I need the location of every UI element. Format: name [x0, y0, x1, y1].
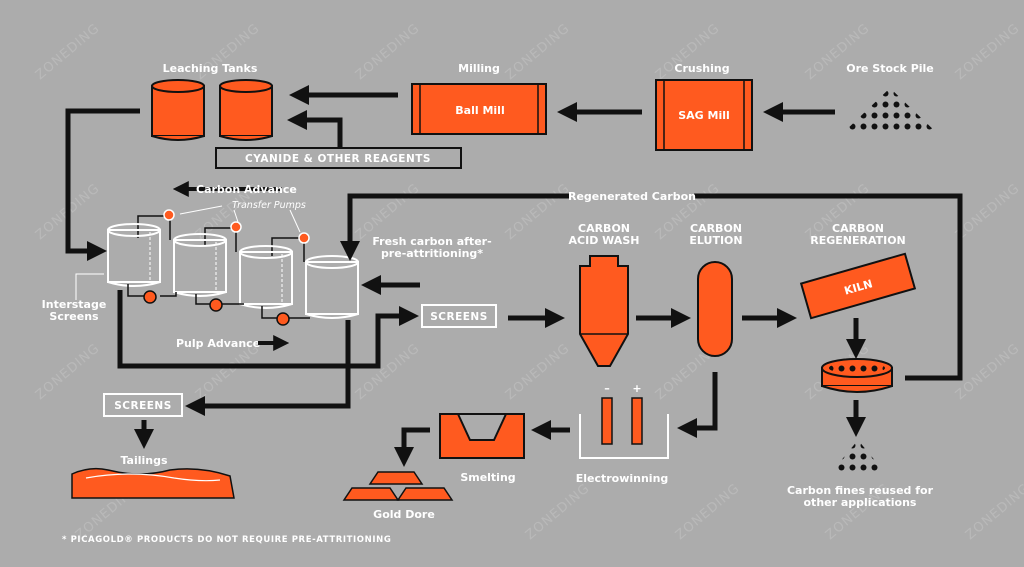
ball-mill-icon [411, 83, 547, 135]
leaching-tank-icon [151, 79, 205, 141]
crushing-label: Crushing [674, 62, 729, 75]
cyanide-label: CYANIDE & OTHER REAGENTS [245, 153, 431, 165]
arrow-leach-to-cil [65, 108, 140, 261]
tailings-screens-box [103, 393, 183, 417]
tailings-label: Tailings [120, 454, 168, 467]
transfer-pump-icon [298, 232, 310, 244]
milling-label: Milling [458, 62, 500, 75]
tailings-pond-icon [71, 467, 235, 499]
tailings-screens-label: SCREENS [114, 400, 172, 412]
smelting-label: Smelting [460, 471, 515, 484]
kiln-icon: KILN [799, 252, 917, 320]
carbon-advance-label: Carbon Advance [196, 183, 297, 196]
ore-stock-pile-icon [842, 88, 938, 134]
gold-dore-bars-icon [342, 471, 454, 501]
watermark: ZONEDING [353, 341, 423, 403]
pulp-advance-label: Pulp Advance [176, 337, 260, 350]
arrow-smelting-to-dore [394, 427, 430, 467]
watermark: ZONEDING [503, 21, 573, 83]
watermark: ZONEDING [953, 341, 1023, 403]
smelting-furnace-icon [439, 413, 525, 459]
watermark: ZONEDING [33, 341, 103, 403]
acid-wash-vessel-icon [579, 255, 629, 367]
watermark: ZONEDING [963, 481, 1024, 543]
cil-tank-icon [173, 233, 227, 297]
carbon-fines-pile-icon [830, 440, 886, 474]
ball-mill-label: Ball Mill [455, 104, 504, 117]
arrow-to-screens [117, 290, 419, 369]
electrowinning-cell-icon [579, 397, 669, 459]
arrow-cyanide-to-leach [287, 110, 343, 148]
carbon-screen-icon [821, 358, 893, 393]
elution-column-icon [697, 261, 733, 357]
pump-icon [276, 312, 290, 326]
footnote: * PICAGOLD® PRODUCTS DO NOT REQUIRE PRE-… [62, 535, 391, 545]
cil-tank-icon [107, 223, 161, 287]
anode-plus-label: + [632, 382, 641, 395]
transfer-pump-icon [230, 221, 242, 233]
regenerated-carbon-label: Regenerated Carbon [568, 190, 696, 203]
electrowinning-label: Electrowinning [576, 472, 669, 485]
watermark: ZONEDING [503, 341, 573, 403]
gold-dore-label: Gold Dore [373, 508, 435, 521]
cathode-minus-label: – [604, 382, 610, 395]
leaching-tanks-label: Leaching Tanks [163, 62, 258, 75]
watermark: ZONEDING [673, 481, 743, 543]
cil-tank-icon [305, 255, 359, 319]
watermark: ZONEDING [353, 21, 423, 83]
transfer-pumps-label: Transfer Pumps [232, 200, 306, 211]
arrow-to-tail-screens [185, 320, 351, 416]
regenerated-carbon-line [340, 193, 963, 381]
arrow-elution-to-ew [677, 372, 718, 438]
leaching-tank-icon [219, 79, 273, 141]
pump-icon [209, 298, 223, 312]
sag-mill-icon [655, 79, 753, 151]
cil-tank-icon [239, 245, 293, 309]
fresh-carbon-label: Fresh carbon after-pre-attritioning* [372, 235, 491, 260]
watermark: ZONEDING [193, 341, 263, 403]
watermark: ZONEDING [503, 181, 573, 243]
screens-box [421, 304, 497, 328]
watermark: ZONEDING [523, 481, 593, 543]
pump-icon [143, 290, 157, 304]
transfer-pump-icon [163, 209, 175, 221]
screens-label: SCREENS [430, 311, 488, 323]
ore-stock-pile-label: Ore Stock Pile [846, 62, 934, 75]
watermark: ZONEDING [33, 21, 103, 83]
watermark: ZONEDING [353, 181, 423, 243]
watermark: ZONEDING [953, 21, 1023, 83]
watermark: ZONEDING [953, 181, 1023, 243]
sag-mill-label: SAG Mill [678, 109, 730, 122]
